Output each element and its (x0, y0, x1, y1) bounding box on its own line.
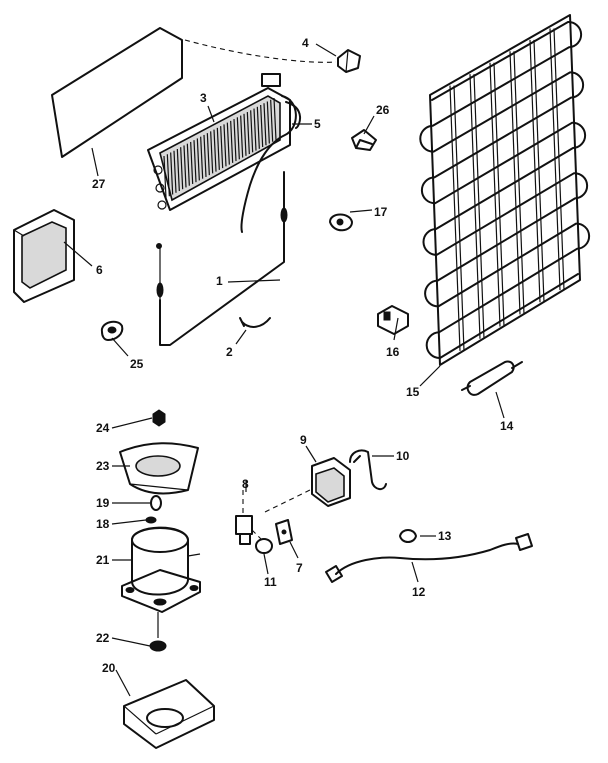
callout-26: 26 (376, 103, 390, 117)
part-23-compressor-cover (119, 442, 199, 495)
part-6-mounting-bracket (13, 209, 75, 303)
callout-25: 25 (130, 357, 144, 371)
part-16-bracket (377, 305, 409, 335)
part-21-compressor (121, 526, 201, 613)
callout-18: 18 (96, 517, 110, 531)
callout-12: 12 (412, 585, 426, 599)
callout-17: 17 (374, 205, 388, 219)
part-1-heat-exchanger-line (156, 171, 288, 346)
callout-21: 21 (96, 553, 110, 567)
part-7-terminal-clip (275, 519, 293, 545)
callout-15: 15 (406, 385, 420, 399)
callout-5: 5 (314, 117, 321, 131)
callout-11: 11 (264, 575, 277, 589)
callout-6: 6 (96, 263, 103, 277)
callout-23: 23 (96, 459, 110, 473)
part-12-power-cord (325, 533, 533, 583)
part-15-wire-condenser (419, 14, 591, 366)
callout-4: 4 (302, 36, 309, 50)
callout-10: 10 (396, 449, 410, 463)
part-17-retainer (329, 213, 353, 232)
part-27-insulation-panel (51, 27, 183, 158)
part-14-filter-drier (461, 360, 523, 396)
callout-8: 8 (242, 477, 249, 491)
callout-7: 7 (296, 561, 303, 575)
part-10-wire-bracket (349, 449, 387, 490)
callout-13: 13 (438, 529, 452, 543)
callout-1: 1 (216, 274, 223, 288)
part-4-plug (337, 49, 361, 73)
callout-27: 27 (92, 177, 106, 191)
part-9-control-box (311, 457, 351, 507)
part-5-capillary-tube (240, 95, 301, 233)
part-11-overload-protector (251, 529, 273, 554)
part-22-mounting-grommet (149, 612, 167, 652)
part-3-condenser-coil (147, 73, 291, 211)
callout-20: 20 (102, 661, 116, 675)
callout-19: 19 (96, 496, 110, 510)
callout-24: 24 (96, 421, 110, 435)
part-4-guide-line (184, 39, 337, 63)
part-25-grommet (100, 320, 124, 341)
part-2-tube-clip (239, 317, 271, 328)
part-20-base-plate (123, 679, 215, 749)
part-18-washer (145, 516, 157, 524)
callout-22: 22 (96, 631, 110, 645)
leader-lines (63, 43, 505, 697)
part-9-guide-line (264, 489, 311, 513)
part-19-washer (150, 495, 162, 511)
callout-14: 14 (500, 419, 514, 433)
part-8-relay (235, 490, 253, 545)
callout-2: 2 (226, 345, 233, 359)
callout-9: 9 (300, 433, 307, 447)
part-26-clip (351, 129, 377, 151)
part-24-nut (152, 409, 166, 427)
part-13-cord-grommet (399, 529, 417, 543)
callout-3: 3 (200, 91, 207, 105)
callout-16: 16 (386, 345, 400, 359)
